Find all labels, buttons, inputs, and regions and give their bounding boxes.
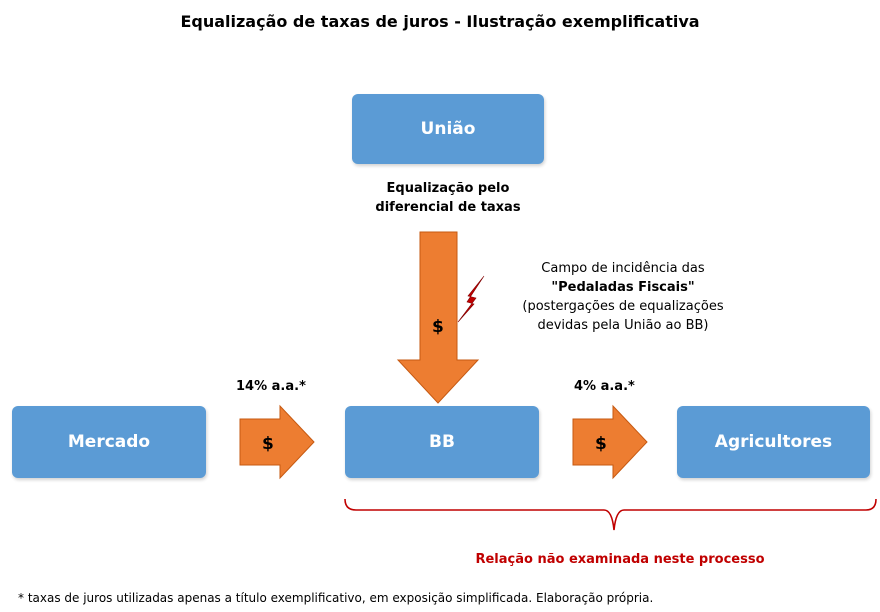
equalizacao-line-1: Equalização pelo	[386, 181, 510, 196]
down-arrow	[396, 231, 480, 404]
pedaladas-line-1: Campo de incidência das	[541, 261, 705, 276]
agricultores-box: Agricultores	[677, 406, 870, 478]
diagram-title: Equalização de taxas de juros - Ilustraç…	[180, 12, 700, 31]
rate-left-label: 14% a.a.*	[236, 379, 306, 394]
pedaladas-line-3: (postergações de equalizações	[522, 299, 724, 314]
rate-right-label: 4% a.a.*	[574, 379, 635, 394]
right-arrow-dollar: $	[595, 434, 607, 454]
equalizacao-line-2: diferencial de taxas	[375, 200, 521, 215]
pedaladas-note: Campo de incidência das "Pedaladas Fisca…	[488, 259, 758, 335]
left-arrow	[239, 404, 315, 480]
pedaladas-line-2: "Pedaladas Fiscais"	[551, 280, 695, 295]
uniao-box: União	[352, 94, 544, 164]
relation-label: Relação não examinada neste processo	[475, 552, 765, 567]
left-arrow-dollar: $	[262, 434, 274, 454]
down-arrow-dollar: $	[432, 317, 444, 337]
bb-box: BB	[345, 406, 539, 478]
bb-label: BB	[429, 432, 455, 452]
mercado-label: Mercado	[67, 432, 151, 452]
right-arrow	[572, 404, 648, 480]
uniao-label: União	[420, 119, 476, 139]
footnote: * taxas de juros utilizadas apenas a tít…	[18, 591, 654, 605]
relation-bracket	[344, 498, 877, 531]
mercado-box: Mercado	[12, 406, 206, 478]
equalizacao-label: Equalização pelo diferencial de taxas	[348, 179, 548, 217]
pedaladas-line-4: devidas pela União ao BB)	[537, 318, 709, 333]
lightning-icon	[457, 275, 485, 323]
agricultores-label: Agricultores	[714, 432, 833, 452]
